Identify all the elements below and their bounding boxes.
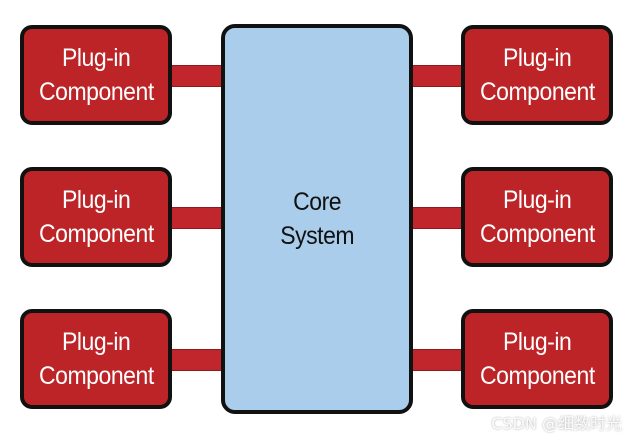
plugin-component-right-middle: Plug-in Component bbox=[461, 167, 613, 267]
plugin-label-line1: Plug-in bbox=[502, 44, 572, 72]
connector-left-2 bbox=[172, 207, 224, 229]
connector-right-1 bbox=[411, 65, 463, 87]
connector-left-1 bbox=[172, 65, 224, 87]
plugin-component-left-bottom: Plug-in Component bbox=[20, 309, 172, 409]
plugin-label-line2: Component bbox=[38, 362, 154, 390]
plugin-component-right-top: Plug-in Component bbox=[461, 25, 613, 125]
core-label-line2: System bbox=[280, 222, 354, 250]
plugin-label-line2: Component bbox=[479, 362, 595, 390]
plugin-label-line2: Component bbox=[479, 78, 595, 106]
plugin-label-line2: Component bbox=[479, 220, 595, 248]
connector-left-3 bbox=[172, 349, 224, 371]
plugin-label-line1: Plug-in bbox=[61, 44, 131, 72]
plugin-label-line2: Component bbox=[38, 78, 154, 106]
core-label-line1: Core bbox=[292, 188, 342, 216]
plugin-component-left-top: Plug-in Component bbox=[20, 25, 172, 125]
plugin-label-line2: Component bbox=[38, 220, 154, 248]
plugin-component-right-bottom: Plug-in Component bbox=[461, 309, 613, 409]
plugin-label-line1: Plug-in bbox=[61, 328, 131, 356]
connector-right-3 bbox=[411, 349, 463, 371]
plugin-label-line1: Plug-in bbox=[502, 328, 572, 356]
watermark-text: CSDN @细数时光 bbox=[491, 414, 622, 433]
connector-right-2 bbox=[411, 207, 463, 229]
plugin-label-line1: Plug-in bbox=[61, 186, 131, 214]
plugin-component-left-middle: Plug-in Component bbox=[20, 167, 172, 267]
core-system-box: Core System bbox=[221, 24, 413, 414]
plugin-label-line1: Plug-in bbox=[502, 186, 572, 214]
